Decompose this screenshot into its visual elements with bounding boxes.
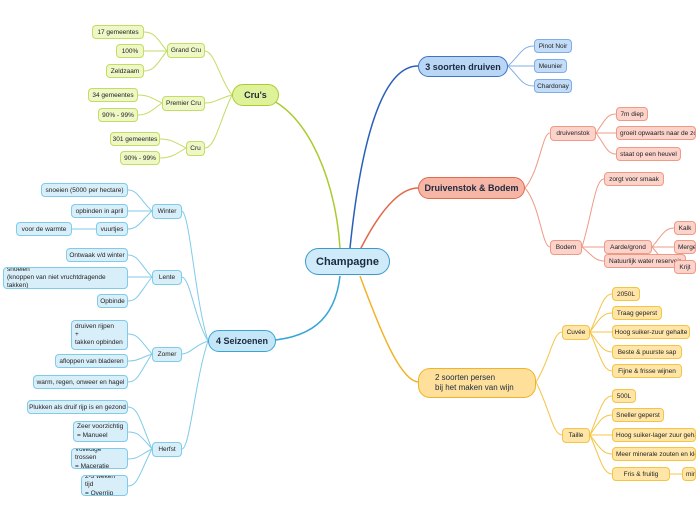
grand-cru-item-2[interactable]: 100% [116, 44, 144, 58]
taille-item-2[interactable]: Sneller geperst [612, 408, 664, 422]
druivenstok-bodem-node[interactable]: Druivenstok & Bodem [418, 177, 525, 199]
cru-node[interactable]: Cru [186, 141, 205, 156]
winter-item-3[interactable]: vuurtjes [96, 222, 128, 236]
zomer-item-3[interactable]: warm, regen, onweer en hagel [33, 375, 128, 389]
winter-node[interactable]: Winter [152, 204, 182, 219]
grand-cru-item-1[interactable]: 17 gemeentes [92, 25, 144, 39]
cuvee-item-4[interactable]: Beste & puurste sap [612, 345, 682, 359]
herfst-item-3[interactable]: Volledige trossen = Maceratie [71, 448, 128, 469]
premier-cru-item-1[interactable]: 34 gemeentes [88, 88, 138, 102]
druivenstok-item-2[interactable]: groeit opwaarts naar de zon [616, 126, 696, 140]
seizoenen-node[interactable]: 4 Seizoenen [208, 330, 276, 352]
aarde-item-mergel[interactable]: Mergel [674, 240, 696, 254]
taille-node[interactable]: Taille [562, 428, 590, 443]
persen-node[interactable]: 2 soorten persen bij het maken van wijn [418, 368, 536, 398]
aarde-item-kalk[interactable]: Kalk [674, 221, 696, 235]
bodem-item-3[interactable]: Natuurlijk water reservoir [604, 254, 686, 268]
cuvee-item-3[interactable]: Hoog suiker-zuur gehalte [612, 325, 690, 339]
druivenstok-item-1[interactable]: 7m diep [616, 107, 648, 121]
cuvee-item-1[interactable]: 2050L [612, 287, 640, 301]
grand-cru-item-3[interactable]: Zeldzaam [106, 64, 144, 78]
herfst-node[interactable]: Herfst [152, 442, 182, 457]
cuvee-item-5[interactable]: Fijne & frisse wijnen [612, 364, 682, 378]
lente-item-2[interactable]: snoeien (knoppen van niet vruchtdragende… [3, 267, 128, 289]
druif-meunier[interactable]: Meunier [534, 59, 567, 73]
herfst-item-1[interactable]: Plukken als druif rijp is en gezond [27, 400, 128, 414]
zomer-item-1[interactable]: druiven rijpen + takken opbinden [71, 320, 128, 350]
grand-cru-node[interactable]: Grand Cru [167, 43, 205, 58]
winter-vuurtjes-child[interactable]: voor de warmte [16, 222, 72, 236]
root-node[interactable]: Champagne [305, 248, 390, 275]
druif-chardonay[interactable]: Chardonay [534, 79, 572, 93]
crus-node[interactable]: Cru's [232, 84, 279, 106]
cuvee-item-2[interactable]: Traag geperst [612, 306, 662, 320]
winter-item-2[interactable]: opbinden in april [71, 204, 128, 218]
zomer-node[interactable]: Zomer [152, 347, 182, 362]
herfst-item-2[interactable]: Zeer voorzichtig = Manueel [73, 421, 128, 442]
druif-pinot-noir[interactable]: Pinot Noir [534, 39, 572, 53]
cru-item-1[interactable]: 301 gemeentes [110, 132, 160, 146]
aarde-item-krijt[interactable]: Krijt [674, 260, 696, 274]
lente-node[interactable]: Lente [152, 270, 182, 285]
druiven-node[interactable]: 3 soorten druiven [418, 56, 508, 77]
taille-item-3[interactable]: Hoog suiker-lager zuur gehalte [612, 428, 696, 442]
bodem-node[interactable]: Bodem [550, 240, 582, 255]
lente-item-3[interactable]: Opbinde [97, 294, 128, 308]
cru-item-2[interactable]: 90% - 99% [120, 151, 160, 165]
premier-cru-node[interactable]: Premier Cru [162, 96, 205, 111]
herfst-item-4[interactable]: 2-3 weken tijd = Overrijp [81, 475, 128, 496]
cuvee-node[interactable]: Cuvée [562, 325, 590, 340]
premier-cru-item-2[interactable]: 90% - 99% [98, 108, 138, 122]
druivenstok-item-3[interactable]: staat op een heuvel [616, 147, 681, 161]
winter-item-1[interactable]: snoeien (5000 per hectare) [41, 183, 128, 197]
zomer-item-2[interactable]: afloppen van bladeren [55, 354, 128, 368]
taille-fris-child[interactable]: minder [682, 467, 696, 481]
bodem-item-1[interactable]: zorgt voor smaak [604, 172, 664, 186]
taille-item-5[interactable]: Fris & fruitig [612, 467, 670, 481]
taille-item-1[interactable]: 500L [612, 389, 636, 403]
druivenstok-node[interactable]: druivenstok [550, 126, 596, 141]
lente-item-1[interactable]: Ontwaak v/d winter [66, 248, 128, 262]
bodem-item-2[interactable]: Aarde/grond [604, 240, 652, 254]
taille-item-4[interactable]: Meer minerale zouten en kleurstoffen [612, 447, 696, 461]
